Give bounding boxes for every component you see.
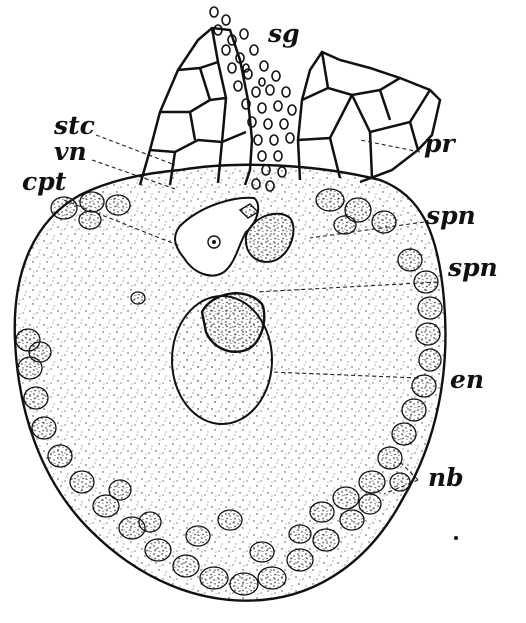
label-en: en	[450, 365, 484, 394]
label-spn-lower: spn	[447, 253, 498, 282]
follicle-tissue-right	[298, 52, 440, 182]
stray-dot	[454, 536, 458, 540]
egg-nucleus	[172, 293, 272, 424]
label-stc: stc	[53, 111, 95, 140]
label-nb: nb	[428, 463, 464, 492]
label-spn-upper: spn	[425, 201, 476, 230]
follicle-tissue-left	[140, 28, 252, 185]
label-pr: pr	[424, 129, 456, 158]
label-vn: vn	[54, 137, 87, 166]
label-cpt: cpt	[22, 167, 67, 196]
label-sg: sg	[267, 19, 300, 48]
